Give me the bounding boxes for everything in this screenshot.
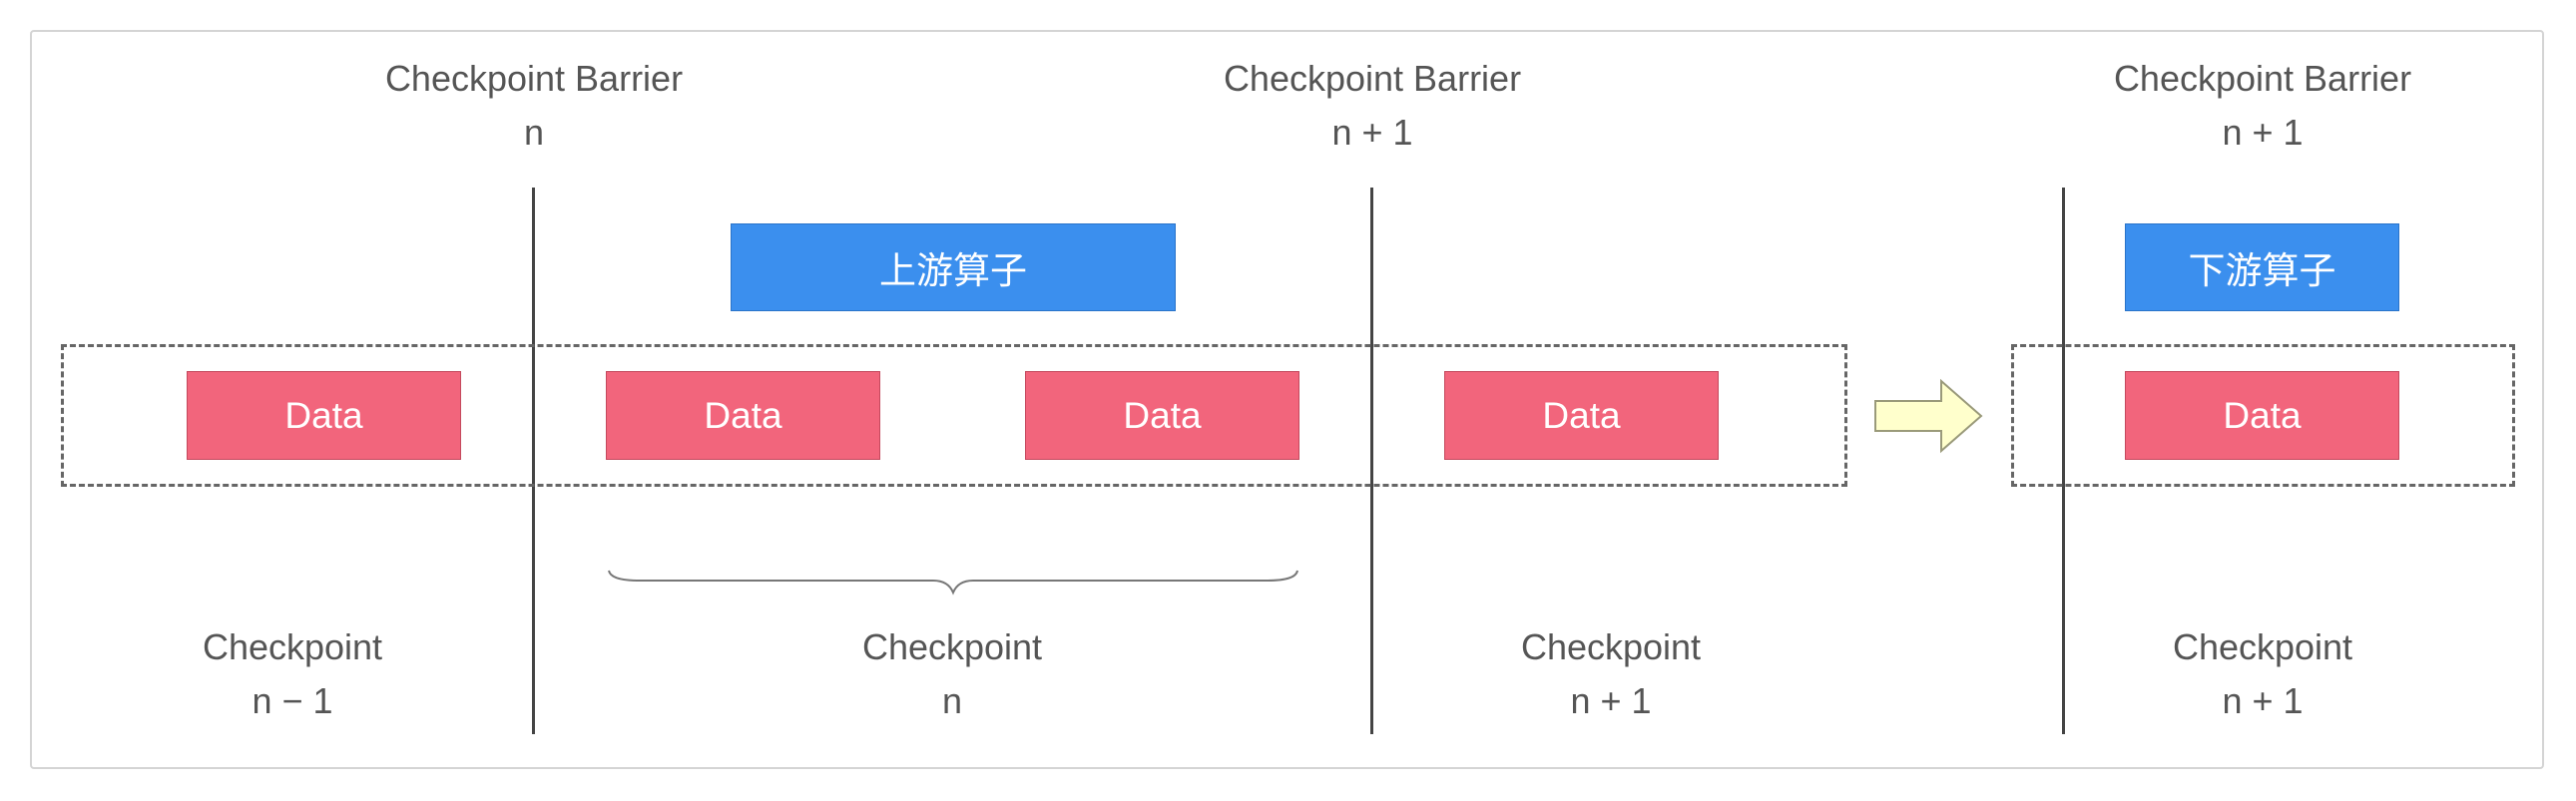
upstream-operator-box: 上游算子 [731,223,1176,311]
checkpoint-n-brace [608,570,1298,596]
data-box-4: Data [1444,371,1719,460]
checkpoint-value: n + 1 [2222,680,2304,721]
checkpoint-label-n-plus-1: Checkpoint n + 1 [1521,620,1701,728]
upstream-stream-container [61,344,1847,487]
barrier-title: Checkpoint Barrier [384,58,684,99]
data-box-downstream: Data [2125,371,2399,460]
barrier-line-n [532,188,535,734]
checkpoint-value: n + 1 [1570,680,1652,721]
data-box-2: Data [606,371,880,460]
barrier-line-downstream [2062,188,2065,734]
barrier-title: Checkpoint Barrier [1223,58,1522,99]
barrier-label-downstream: Checkpoint Barrier n + 1 [2114,52,2411,160]
checkpoint-label-n-minus-1: Checkpoint n − 1 [203,620,382,728]
checkpoint-value: n [941,680,963,721]
barrier-title: Checkpoint Barrier [2113,58,2412,99]
checkpoint-value: n − 1 [252,680,333,721]
downstream-stream-container [2011,344,2515,487]
checkpoint-title: Checkpoint [202,626,383,667]
checkpoint-title: Checkpoint [861,626,1043,667]
barrier-value: n + 1 [1331,112,1413,153]
checkpoint-title: Checkpoint [1520,626,1702,667]
data-box-1: Data [187,371,461,460]
barrier-line-n-plus-1 [1370,188,1373,734]
checkpoint-label-n: Checkpoint n [862,620,1042,728]
barrier-value: n [523,112,545,153]
transfer-arrow-icon [1874,378,1983,454]
data-box-3: Data [1025,371,1299,460]
barrier-value: n + 1 [2222,112,2304,153]
checkpoint-title: Checkpoint [2172,626,2353,667]
checkpoint-label-downstream: Checkpoint n + 1 [2173,620,2352,728]
downstream-operator-box: 下游算子 [2125,223,2399,311]
barrier-label-n: Checkpoint Barrier n [385,52,683,160]
barrier-label-n-plus-1: Checkpoint Barrier n + 1 [1224,52,1521,160]
